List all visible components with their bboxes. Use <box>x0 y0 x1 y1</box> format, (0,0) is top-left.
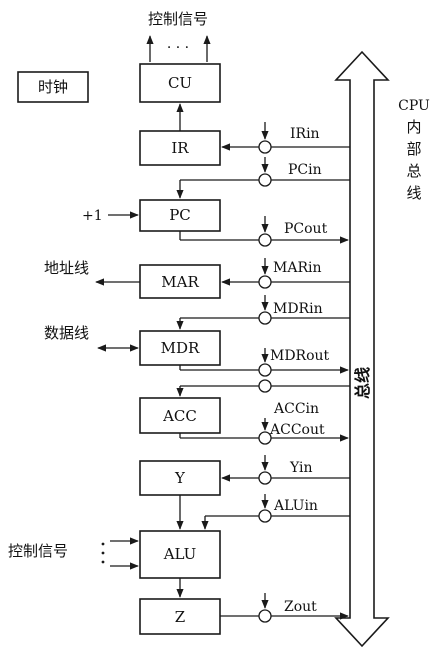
acc-label: ACC <box>162 407 197 425</box>
address-line-label: 地址线 <box>44 259 89 277</box>
zout-gate <box>258 609 272 623</box>
bus-label-zong: 总 <box>406 162 421 180</box>
y-label: Y <box>174 469 186 487</box>
alu-dot-1 <box>101 542 105 546</box>
bus-label-xian: 线 <box>406 184 421 202</box>
irin-gate <box>258 140 272 154</box>
pc-box <box>139 199 221 232</box>
signal-aluin: ALUin <box>273 498 318 514</box>
ir-box <box>139 130 221 166</box>
alu-label: ALU <box>163 545 197 563</box>
cu-label: CU <box>168 74 192 92</box>
alu-dot-3 <box>101 560 105 564</box>
cpu-internal-bus <box>334 50 390 648</box>
mdr-label: MDR <box>161 339 200 357</box>
left-control-signal-label: 控制信号 <box>8 542 68 560</box>
signal-mdrout: MDRout <box>270 348 330 364</box>
mar-label: MAR <box>161 273 199 291</box>
mdr-box <box>139 330 221 366</box>
clock-box <box>17 71 89 103</box>
z-label: Z <box>175 608 185 626</box>
signal-pcin: PCin <box>288 162 322 178</box>
bus-inner-label: 总线 <box>353 367 372 399</box>
ir-label: IR <box>171 139 189 157</box>
yin-gate <box>258 471 272 485</box>
data-line-label: 数据线 <box>44 324 89 342</box>
signal-pcout: PCout <box>284 221 328 237</box>
pc-label: PC <box>169 206 191 224</box>
bus-label-bu: 部 <box>406 140 421 158</box>
bus-label-nei: 内 <box>406 118 421 136</box>
marin-gate <box>258 275 272 289</box>
pcin-gate <box>258 173 272 187</box>
mdrout-gate <box>258 363 272 377</box>
acc-box <box>139 397 221 434</box>
top-dots: · · · <box>167 40 189 56</box>
z-box <box>139 598 221 635</box>
mdrin-gate <box>258 311 272 325</box>
top-control-signal-label: 控制信号 <box>148 10 208 28</box>
cu-box <box>139 63 221 103</box>
bus-label-cpu: CPU <box>398 98 430 114</box>
clock-label: 时钟 <box>38 78 68 96</box>
signal-marin: MARin <box>273 260 321 276</box>
accin-gate <box>258 379 272 393</box>
pcout-gate <box>258 233 272 247</box>
signal-irin: IRin <box>290 126 320 142</box>
signal-accout: ACCout <box>269 422 325 438</box>
signal-zout: Zout <box>284 599 317 615</box>
aluin-gate <box>258 509 272 523</box>
accout-gate <box>258 431 272 445</box>
alu-dot-2 <box>101 551 105 555</box>
plus-one-label: +1 <box>82 208 103 224</box>
signal-mdrin: MDRin <box>273 301 323 317</box>
signal-yin: Yin <box>289 460 313 476</box>
signal-accin: ACCin <box>273 401 319 417</box>
mar-box <box>139 264 221 299</box>
